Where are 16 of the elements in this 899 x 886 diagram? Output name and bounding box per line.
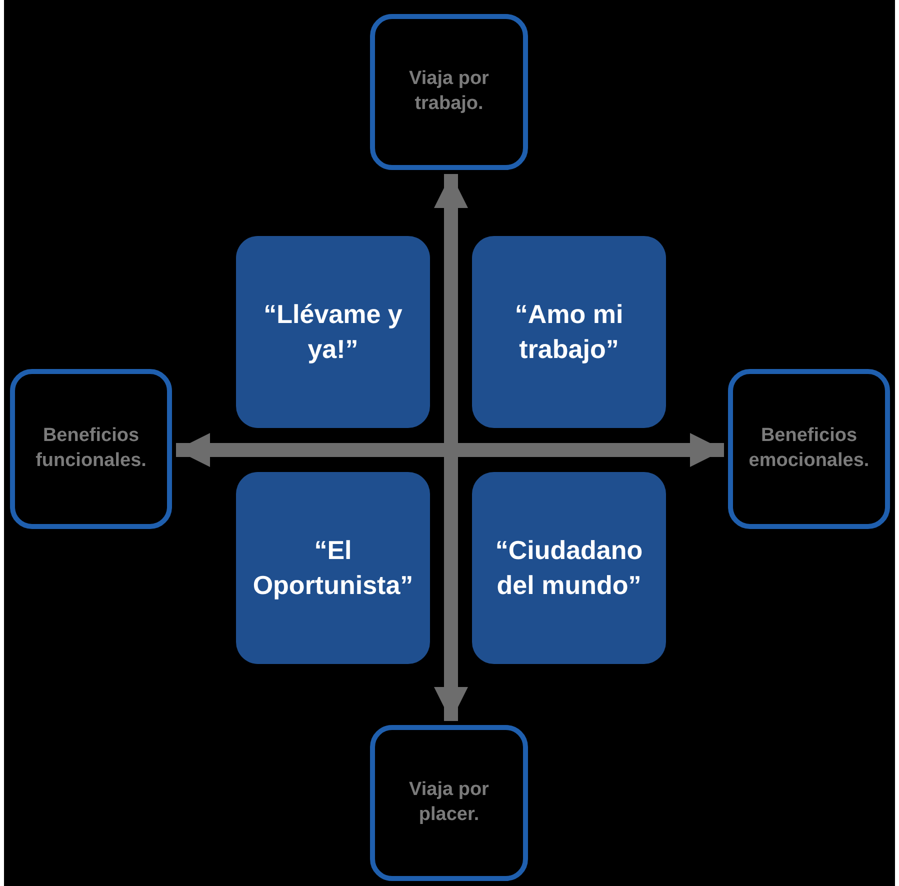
segment-label: “El Oportunista” bbox=[252, 534, 414, 602]
segment-box bbox=[236, 236, 430, 428]
segment-box bbox=[236, 472, 430, 664]
segment-box bbox=[472, 472, 666, 664]
axis-label-box bbox=[370, 725, 528, 881]
axis-label-box bbox=[370, 14, 528, 170]
axis-label: Viaja por trabajo. bbox=[408, 67, 490, 116]
axis-label: Viaja por placer. bbox=[408, 778, 490, 827]
axis-label-box bbox=[10, 369, 172, 529]
axis-label: Beneficios funcionales. bbox=[34, 424, 148, 473]
segment-label: “Llévame y ya!” bbox=[262, 298, 404, 366]
axis-label: Beneficios emocionales. bbox=[748, 424, 870, 473]
segment-box bbox=[472, 236, 666, 428]
axis-label-box bbox=[728, 369, 890, 529]
segment-label: “Amo mi trabajo” bbox=[514, 298, 624, 366]
segment-label: “Ciudadano del mundo” bbox=[494, 534, 644, 602]
